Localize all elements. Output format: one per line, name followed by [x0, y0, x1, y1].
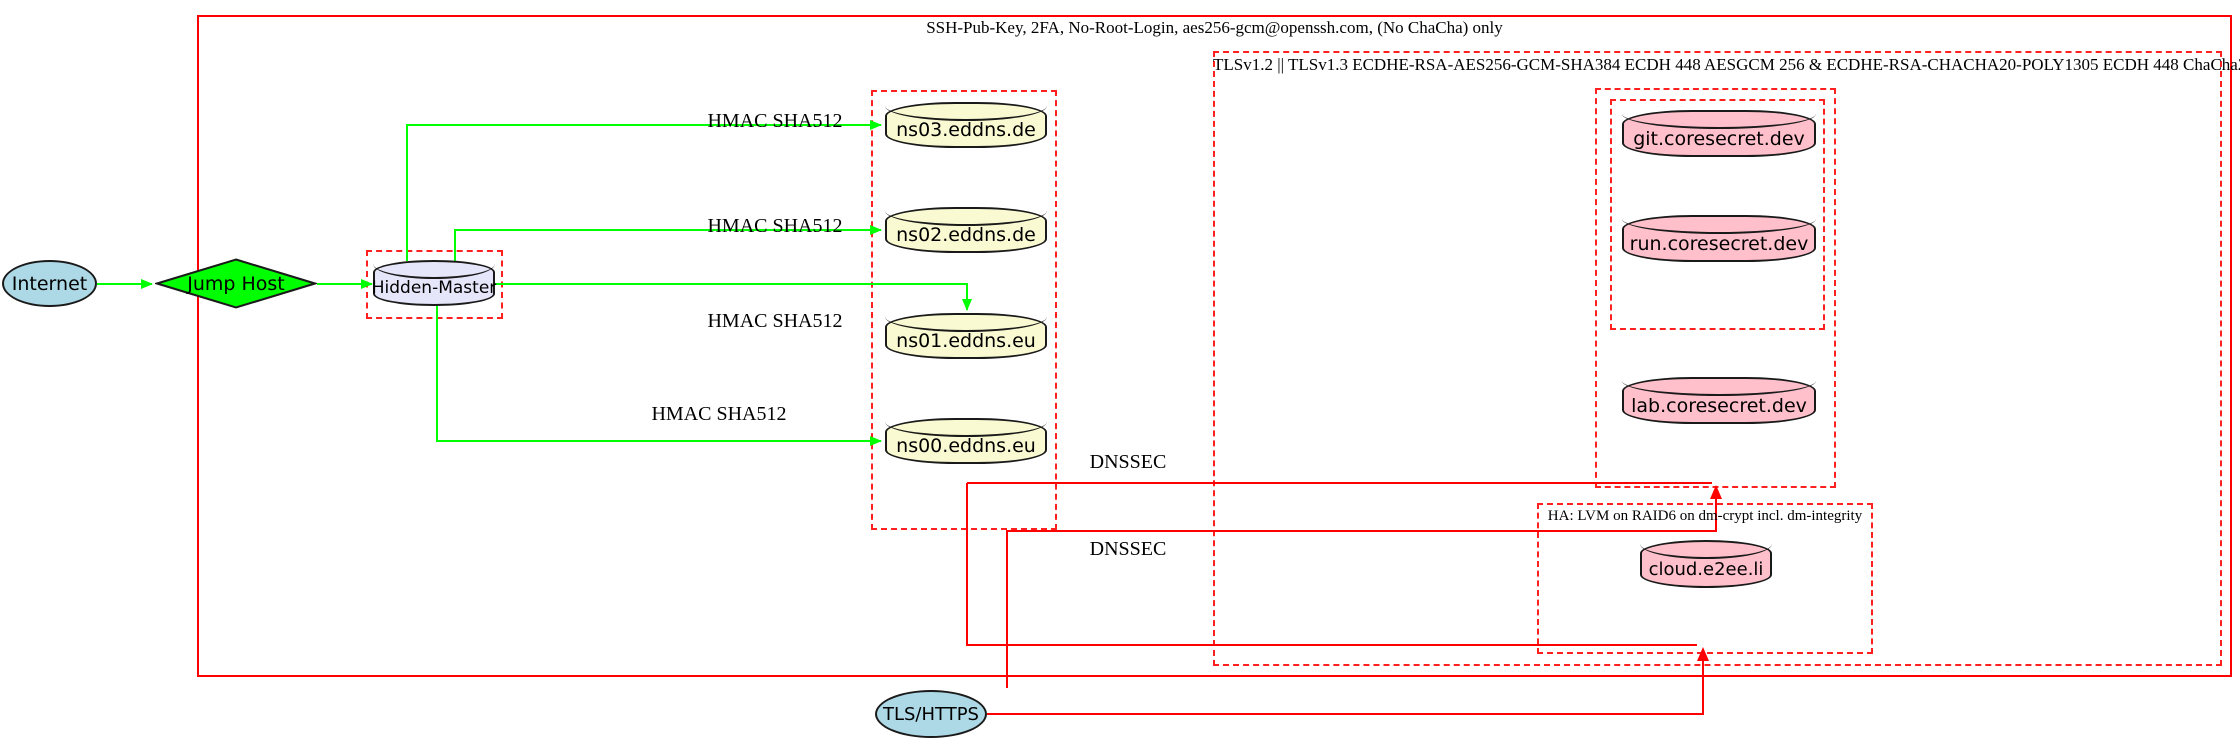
node-run-coresecret: run.coresecret.dev — [1622, 215, 1816, 262]
node-ns03-label: ns03.eddns.de — [896, 119, 1036, 141]
cluster-tls-label: TLSv1.2 || TLSv1.3 ECDHE-RSA-AES256-GCM-… — [1213, 55, 2240, 74]
node-jump-host-label: Jump Host — [187, 272, 285, 295]
node-lab-coresecret-label: lab.coresecret.dev — [1631, 394, 1807, 417]
node-cloud-e2ee-label: cloud.e2ee.li — [1648, 558, 1764, 580]
node-internet-label: Internet — [11, 272, 88, 295]
node-lab-coresecret: lab.coresecret.dev — [1622, 377, 1816, 424]
edge-label-dnssec-2: DNSSEC — [1089, 538, 1167, 560]
cluster-dns-box — [871, 90, 1057, 530]
node-ns00: ns00.eddns.eu — [885, 418, 1047, 464]
cluster-ssh-label: SSH-Pub-Key, 2FA, No-Root-Login, aes256-… — [926, 18, 1503, 37]
node-ns00-label: ns00.eddns.eu — [896, 435, 1036, 457]
node-tls-https-label: TLS/HTTPS — [882, 703, 979, 725]
node-hidden-master: Hidden-Master — [371, 260, 497, 306]
node-ns01: ns01.eddns.eu — [885, 313, 1047, 359]
node-run-coresecret-label: run.coresecret.dev — [1629, 232, 1809, 255]
edge-label-hmac-2: HMAC SHA512 — [707, 215, 843, 237]
cluster-ha-label: HA: LVM on RAID6 on dm-crypt incl. dm-in… — [1547, 508, 1863, 524]
cluster-coresecret-inner-box — [1610, 99, 1825, 330]
node-cloud-e2ee: cloud.e2ee.li — [1640, 540, 1772, 588]
node-jump-host: Jump Host — [155, 258, 317, 309]
node-internet: Internet — [2, 260, 97, 307]
cluster-tls-box — [1213, 51, 2222, 666]
node-ns03: ns03.eddns.de — [885, 102, 1047, 148]
node-ns02: ns02.eddns.de — [885, 207, 1047, 253]
node-git-coresecret-label: git.coresecret.dev — [1633, 127, 1805, 150]
edge-label-hmac-4: HMAC SHA512 — [651, 403, 787, 425]
node-hidden-master-label: Hidden-Master — [371, 278, 497, 298]
edge-label-dnssec-1: DNSSEC — [1089, 451, 1167, 473]
edge-label-hmac-1: HMAC SHA512 — [707, 110, 843, 132]
node-tls-https: TLS/HTTPS — [875, 690, 987, 738]
diamond-shape — [155, 258, 317, 309]
node-git-coresecret: git.coresecret.dev — [1622, 110, 1816, 157]
edge-label-hmac-3: HMAC SHA512 — [707, 310, 843, 332]
node-ns01-label: ns01.eddns.eu — [896, 330, 1036, 352]
node-ns02-label: ns02.eddns.de — [896, 224, 1036, 246]
